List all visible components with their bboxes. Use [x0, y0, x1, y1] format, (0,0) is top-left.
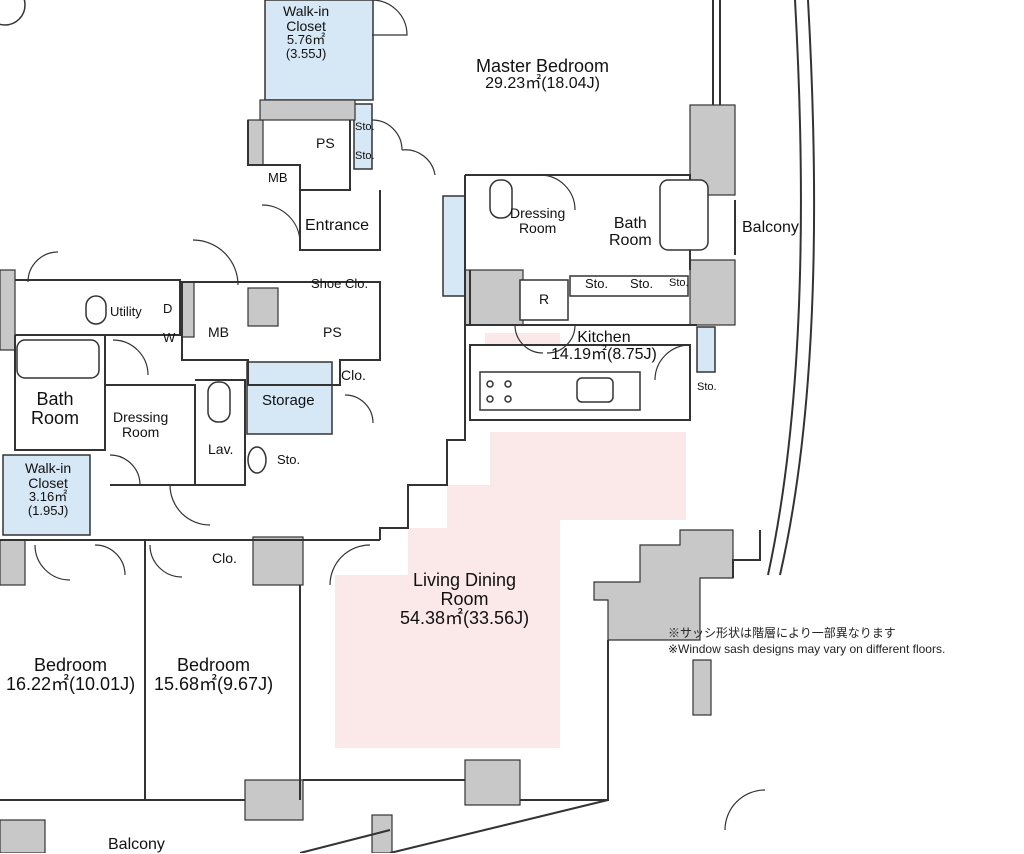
kitchen-sto-1-label: Sto.: [585, 276, 609, 291]
dressing-room-2-label: Dressing Room: [113, 409, 169, 440]
sto-a-label: Sto.: [355, 121, 375, 133]
kitchen-sto-3-label: Sto.: [669, 277, 689, 289]
storage-fills: [2, 0, 716, 536]
dressing-room-1-label: Dressing Room: [510, 205, 566, 236]
ps-mid-label: PS: [323, 324, 342, 340]
sash-note-en: ※Window sash designs may vary on differe…: [668, 642, 946, 656]
sto-lav-label: Sto.: [277, 452, 301, 467]
sash-note-jp: ※サッシ形状は階層により一部異なります: [668, 626, 896, 640]
balcony-bottom-label: Balcony: [108, 836, 165, 853]
walkin-closet-1-label: Walk-in Closet 5.76㎡ (3.55J): [283, 3, 330, 62]
lav-label: Lav.: [208, 441, 234, 457]
bedroom-2-label: Bedroom 15.68㎡(9.67J): [154, 655, 274, 694]
balcony-right-label: Balcony: [742, 219, 799, 236]
w-label: W: [163, 330, 176, 345]
closet-bed-label: Clo.: [212, 550, 237, 566]
shoe-closet-label: Shoe Clo.: [311, 276, 369, 291]
kitchen-sto-2-label: Sto.: [630, 276, 654, 291]
bath-room-1-label: Bath Room: [609, 215, 652, 249]
door-swings: [27, 0, 766, 831]
ldk-highlight: [335, 333, 686, 748]
walkin-closet-2-label: Walk-in Closet 3.16㎡ (1.95J): [25, 460, 72, 519]
kitchen-fixtures: [479, 275, 689, 411]
sto-right-label: Sto.: [697, 381, 717, 393]
bath-fixtures: [16, 179, 709, 474]
entrance-label: Entrance: [305, 217, 370, 234]
kitchen-label: Kitchen 14.19㎡(8.75J): [551, 329, 657, 363]
bedroom-1-label: Bedroom 16.22㎡(10.01J): [6, 655, 136, 694]
bath-room-2-label: Bath Room: [31, 389, 80, 428]
d-label: D: [163, 301, 173, 316]
storage-label: Storage: [262, 392, 315, 409]
mb-top-label: MB: [268, 170, 288, 185]
walls: [0, 99, 736, 853]
sto-b-label: Sto.: [355, 150, 375, 162]
closet-mid-label: Clo.: [341, 367, 366, 383]
compass-icon: [0, 0, 26, 26]
mb-mid-label: MB: [208, 324, 229, 340]
living-dining-label: Living Dining Room 54.38㎡(33.56J): [400, 570, 530, 628]
refrigerator-label: R: [539, 291, 550, 307]
master-bedroom-label: Master Bedroom 29.23㎡(18.04J): [476, 56, 610, 92]
utility-label: Utility: [110, 304, 142, 319]
ps-top-label: PS: [316, 135, 335, 151]
